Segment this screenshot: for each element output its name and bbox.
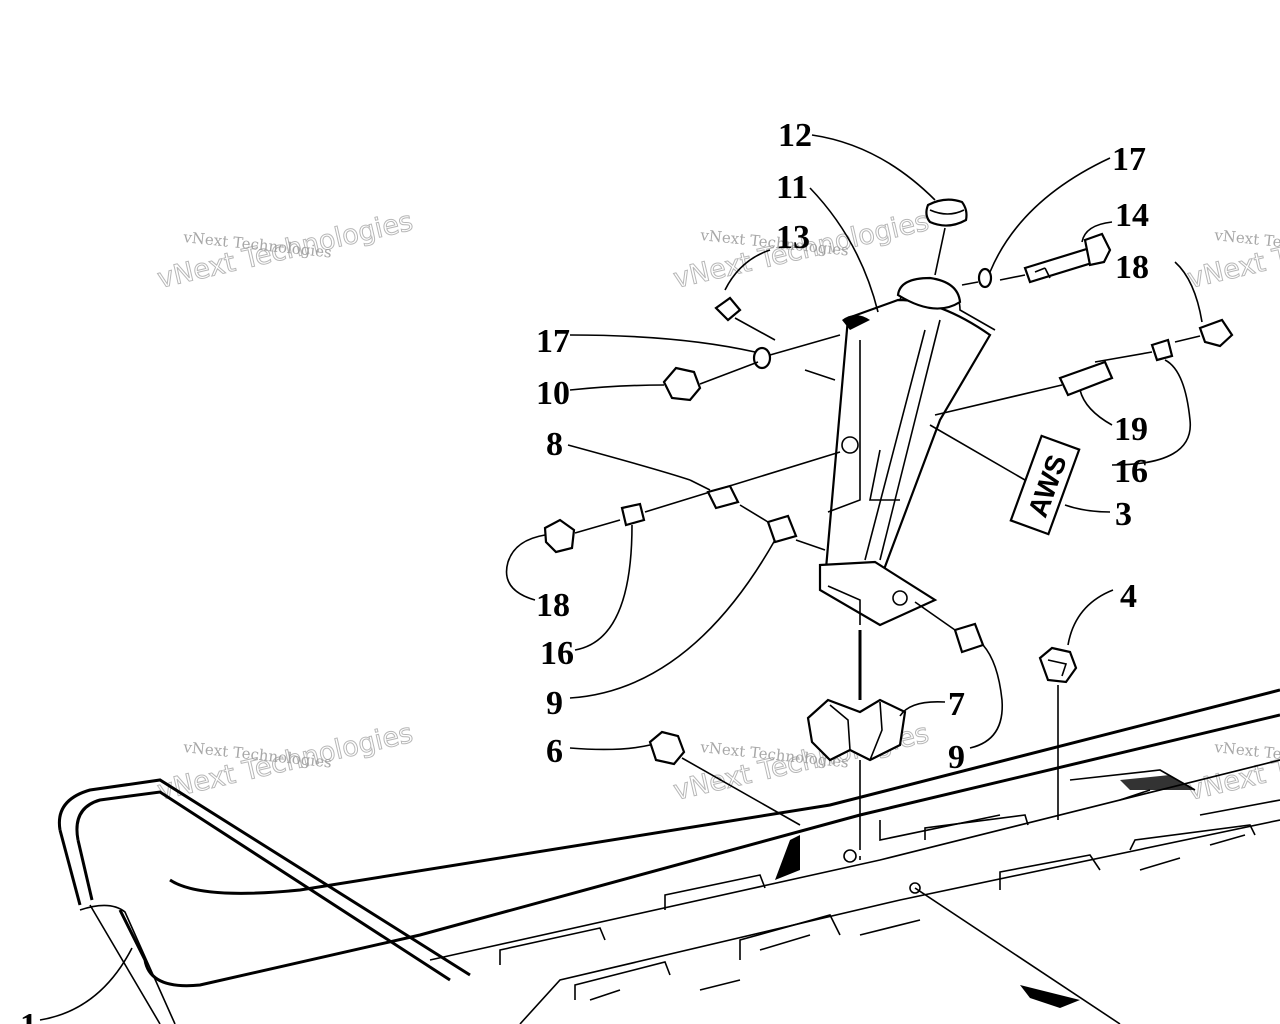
callout-1: 1 <box>20 1007 37 1024</box>
callout-12: 12 <box>778 117 812 154</box>
callout-14: 14 <box>1115 197 1149 234</box>
callout-9-right: 9 <box>948 739 965 776</box>
callout-10: 10 <box>536 375 570 412</box>
right-hardware <box>934 318 1234 416</box>
callout-6: 6 <box>546 733 563 770</box>
ski-saddle-part-7 <box>648 630 907 850</box>
left-lower-hardware <box>543 451 841 554</box>
callout-18-right: 18 <box>1115 249 1149 286</box>
callout-16-left: 16 <box>540 635 574 672</box>
watermark-big-1: vNext Technologies <box>155 206 416 295</box>
watermark-big-3: vNext Technologies <box>1185 206 1280 295</box>
decal-part-3: AWS <box>1009 434 1081 536</box>
callout-19: 19 <box>1114 411 1148 448</box>
callout-8: 8 <box>546 426 563 463</box>
callout-9-left: 9 <box>546 685 563 722</box>
callout-4: 4 <box>1120 578 1137 615</box>
callout-18-left: 18 <box>536 587 570 624</box>
callout-7: 7 <box>948 686 965 723</box>
spindle-part-11 <box>818 276 996 627</box>
leader-lines <box>39 134 1203 1021</box>
callout-16-right: 16 <box>1114 453 1148 490</box>
ski-assembly <box>57 688 1280 1024</box>
watermark-big-6: vNext Technologies <box>1185 718 1280 807</box>
cap-part-12 <box>925 198 968 276</box>
callout-17-right: 17 <box>1112 141 1146 178</box>
lower-right-hardware <box>914 601 1078 820</box>
callout-labels: 12 11 13 17 14 18 17 10 8 19 16 3 4 18 1… <box>20 117 1149 1024</box>
bolt-part-14 <box>961 232 1112 289</box>
callout-3: 3 <box>1115 496 1132 533</box>
watermark-big-4: vNext Technologies <box>155 718 416 807</box>
callout-11: 11 <box>776 169 808 206</box>
callout-13: 13 <box>776 219 810 256</box>
callout-17-left: 17 <box>536 323 570 360</box>
left-upper-hardware <box>662 296 841 402</box>
